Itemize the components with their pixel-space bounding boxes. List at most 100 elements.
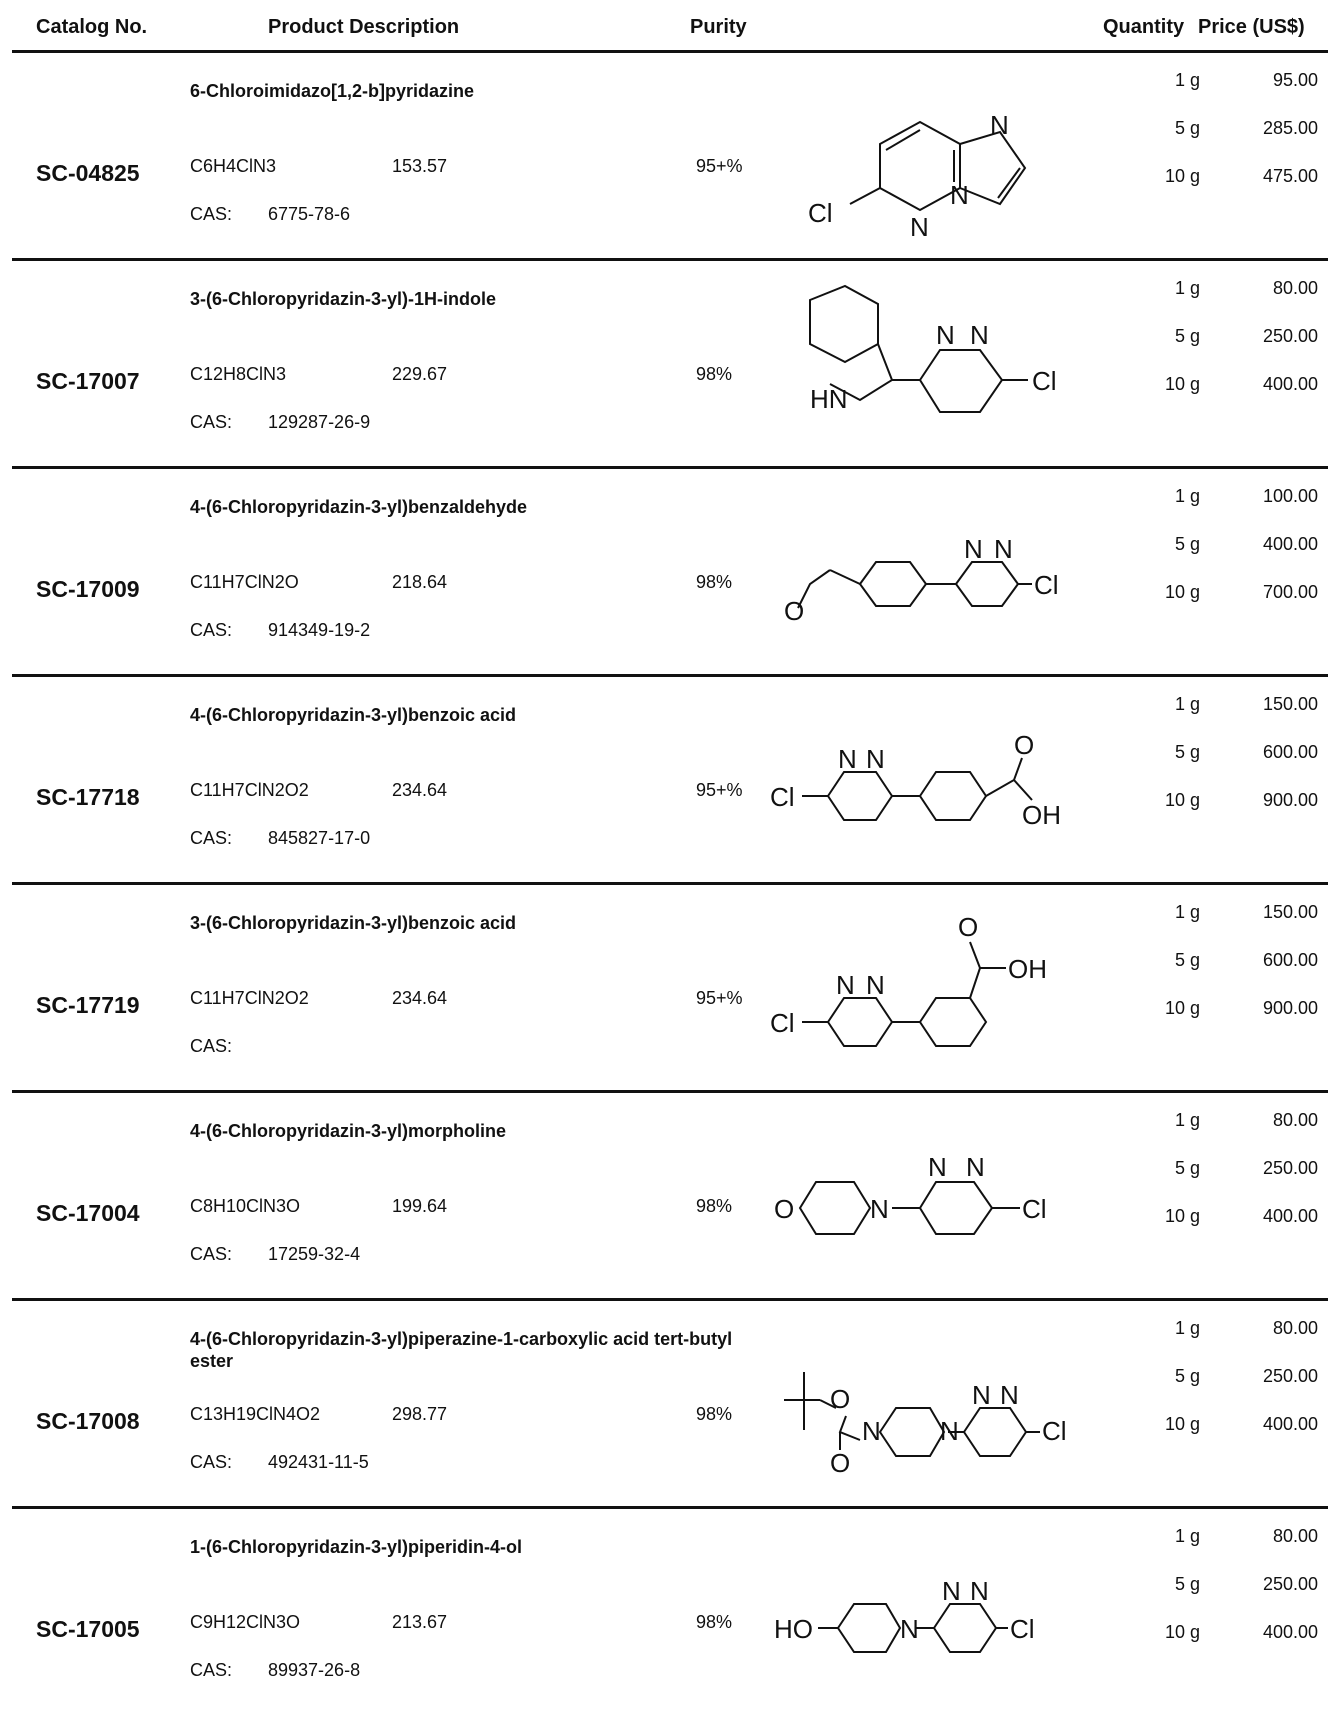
formula: C11H7ClN2O2 — [190, 780, 309, 800]
atom-label: N — [928, 1152, 947, 1182]
chemical-structure: HO N N N Cl — [774, 1576, 1035, 1653]
row-divider — [12, 1298, 1328, 1301]
chemical-structure: O OH N N Cl — [770, 912, 1047, 1047]
catalog-number: SC-17718 — [36, 784, 140, 810]
atom-label: N — [900, 1614, 919, 1644]
header-price: Price (US$) — [1198, 16, 1305, 38]
purity: 98% — [696, 1196, 733, 1216]
chemical-structure: Cl N N O OH — [770, 730, 1061, 830]
price-2: 250.00 — [1262, 1574, 1318, 1594]
price-1: 80.00 — [1272, 278, 1318, 298]
quantity-1: 1 g — [1174, 278, 1200, 298]
product-row: SC-17718 4-(6-Chloropyridazin-3-yl)benzo… — [0, 676, 1341, 884]
atom-label: N — [942, 1576, 961, 1606]
purity: 95+% — [696, 156, 743, 176]
atom-label: HO — [774, 1614, 813, 1644]
atom-label: N — [950, 180, 969, 210]
quantity-1: 1 g — [1174, 694, 1200, 714]
molecular-weight: 234.64 — [392, 988, 448, 1008]
atom-label: N — [970, 320, 989, 350]
purity: 98% — [696, 1404, 733, 1424]
chemical-structure: N N N Cl — [808, 110, 1027, 239]
molecular-weight: 218.64 — [392, 572, 448, 592]
product-row: SC-17008 4-(6-Chloropyridazin-3-yl)piper… — [0, 1300, 1341, 1508]
price-3: 400.00 — [1262, 1206, 1318, 1226]
cas-number: 492431-11-5 — [268, 1452, 369, 1472]
molecular-weight: 229.67 — [392, 364, 448, 384]
atom-label: Cl — [770, 782, 795, 812]
price-3: 475.00 — [1262, 166, 1318, 186]
atom-label: N — [940, 1416, 959, 1446]
atom-label: N — [970, 1576, 989, 1606]
chemical-structure: O N N N Cl — [774, 1152, 1047, 1235]
table-header: Catalog No. Product Description Purity Q… — [0, 0, 1341, 52]
atom-label: N — [866, 970, 885, 1000]
row-divider — [12, 258, 1328, 261]
atom-label: N — [966, 1152, 985, 1182]
formula: C11H7ClN2O2 — [190, 988, 309, 1008]
price-2: 250.00 — [1262, 1158, 1318, 1178]
row-divider — [12, 674, 1328, 677]
price-3: 400.00 — [1262, 1414, 1318, 1434]
atom-label: N — [1000, 1380, 1019, 1410]
atom-label: N — [836, 970, 855, 1000]
product-name: 3-(6-Chloropyridazin-3-yl)benzoic acid — [190, 913, 517, 933]
row-divider — [12, 1506, 1328, 1509]
quantity-2: 5 g — [1174, 950, 1200, 970]
cas-number: 129287-26-9 — [268, 412, 371, 432]
header-catalog: Catalog No. — [36, 16, 148, 38]
purity: 95+% — [696, 988, 743, 1008]
quantity-2: 5 g — [1174, 1574, 1200, 1594]
formula: C12H8ClN3 — [190, 364, 287, 384]
price-2: 250.00 — [1262, 326, 1318, 346]
cas-number: 6775-78-6 — [268, 204, 351, 224]
atom-label: O — [784, 596, 804, 626]
cas-number: 17259-32-4 — [268, 1244, 361, 1264]
price-3: 400.00 — [1262, 374, 1318, 394]
cas-label: CAS: — [190, 1452, 233, 1472]
chemical-structure: O N N Cl — [784, 534, 1059, 626]
price-2: 285.00 — [1262, 118, 1318, 138]
formula: C8H10ClN3O — [190, 1196, 301, 1216]
molecular-weight: 298.77 — [392, 1404, 448, 1424]
atom-label: N — [964, 534, 983, 564]
atom-label: Cl — [1022, 1194, 1047, 1224]
molecular-weight: 199.64 — [392, 1196, 448, 1216]
catalog-number: SC-17008 — [36, 1408, 140, 1434]
price-1: 100.00 — [1262, 486, 1318, 506]
atom-label: N — [838, 744, 857, 774]
quantity-1: 1 g — [1174, 902, 1200, 922]
molecular-weight: 153.57 — [392, 156, 448, 176]
formula: C11H7ClN2O — [190, 572, 299, 592]
atom-label: Cl — [1034, 570, 1059, 600]
quantity-1: 1 g — [1174, 1110, 1200, 1130]
cas-label: CAS: — [190, 412, 233, 432]
quantity-3: 10 g — [1164, 790, 1200, 810]
catalog-number: SC-17004 — [36, 1200, 140, 1226]
product-name: 3-(6-Chloropyridazin-3-yl)-1H-indole — [190, 289, 497, 309]
product-name: 4-(6-Chloropyridazin-3-yl)piperazine-1-c… — [190, 1329, 733, 1371]
cas-label: CAS: — [190, 620, 233, 640]
quantity-2: 5 g — [1174, 742, 1200, 762]
quantity-3: 10 g — [1164, 582, 1200, 602]
cas-label: CAS: — [190, 1244, 233, 1264]
row-divider — [12, 466, 1328, 469]
molecular-weight: 234.64 — [392, 780, 448, 800]
atom-label: N — [862, 1416, 881, 1446]
atom-label: Cl — [1032, 366, 1057, 396]
product-name: 4-(6-Chloropyridazin-3-yl)benzaldehyde — [190, 497, 528, 517]
purity: 98% — [696, 1612, 733, 1632]
catalog-number: SC-17005 — [36, 1616, 140, 1642]
price-3: 900.00 — [1262, 998, 1318, 1018]
product-row: SC-17004 4-(6-Chloropyridazin-3-yl)morph… — [0, 1092, 1341, 1300]
price-1: 150.00 — [1262, 902, 1318, 922]
price-2: 600.00 — [1262, 950, 1318, 970]
quantity-2: 5 g — [1174, 1158, 1200, 1178]
price-1: 80.00 — [1272, 1110, 1318, 1130]
price-2: 250.00 — [1262, 1366, 1318, 1386]
price-3: 900.00 — [1262, 790, 1318, 810]
atom-label: HN — [810, 384, 848, 414]
atom-label: O — [958, 912, 978, 942]
product-name: 4-(6-Chloropyridazin-3-yl)benzoic acid — [190, 705, 517, 725]
quantity-3: 10 g — [1164, 1206, 1200, 1226]
